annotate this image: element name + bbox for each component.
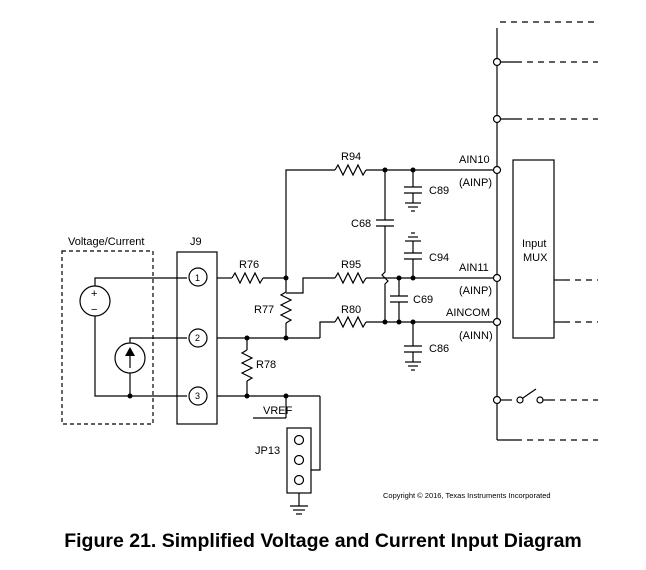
junction-dot: [396, 275, 402, 281]
jp13-label: JP13: [255, 445, 280, 457]
j9-pin-3-label: 3: [195, 391, 200, 401]
bus-terminal: [492, 114, 502, 124]
r80-resistor: [334, 315, 367, 329]
junction-dot: [283, 393, 289, 399]
current-arrow-head: [125, 347, 135, 356]
r95-resistor: [334, 271, 367, 285]
ain10-terminal: [492, 165, 502, 175]
ain10-label: AIN10: [459, 154, 490, 166]
j9-label: J9: [190, 236, 202, 248]
junction-dot: [283, 335, 289, 341]
aincom-alias-label: (AINN): [459, 330, 493, 342]
ain11-label: AIN11: [459, 262, 489, 274]
jp13-pin-1: [293, 434, 305, 446]
switch-contact: [536, 396, 544, 404]
r77-resistor: [279, 291, 293, 324]
c94-label: C94: [429, 252, 449, 264]
junction-dot: [382, 319, 388, 325]
ain10-alias-label: (AINP): [459, 177, 492, 189]
figure-caption: Figure 21. Simplified Voltage and Curren…: [64, 530, 582, 552]
vref-label: VREF: [263, 405, 293, 417]
j9-pin-1-label: 1: [195, 273, 200, 283]
junction-dot: [244, 335, 250, 341]
ain11-terminal: [492, 273, 502, 283]
bus-terminal: [492, 395, 502, 405]
mux-label-line1: Input: [522, 238, 546, 250]
junction-dot: [283, 275, 289, 281]
ain11-alias-label: (AINP): [459, 285, 492, 297]
input-mux-block: [512, 159, 555, 339]
c89-label: C89: [429, 185, 449, 197]
c68-label: C68: [351, 218, 371, 230]
junction-dot: [410, 275, 416, 281]
voltage-minus-sign: −: [91, 304, 97, 316]
r78-label: R78: [256, 359, 276, 371]
jp13-jumper-body: [286, 427, 312, 494]
j9-pin-1-circle: [188, 267, 208, 287]
copyright-notice: Copyright © 2016, Texas Instruments Inco…: [383, 491, 551, 500]
r94-label: R94: [341, 151, 361, 163]
r76-resistor: [231, 271, 264, 285]
r94-resistor: [334, 163, 367, 177]
junction-dot: [410, 167, 416, 173]
junction-dot: [244, 393, 250, 399]
jp13-pin-2: [293, 454, 305, 466]
j9-pin-3-circle: [188, 386, 208, 406]
j9-pin-2-label: 2: [195, 333, 200, 343]
r95-label: R95: [341, 259, 361, 271]
j9-pin-2-circle: [188, 328, 208, 348]
junction-dot: [382, 167, 388, 173]
mux-label-line2: MUX: [523, 252, 548, 264]
junction-dot: [410, 319, 416, 325]
r77-label: R77: [254, 304, 274, 316]
r80-label: R80: [341, 304, 361, 316]
c69-label: C69: [413, 294, 433, 306]
aincom-label: AINCOM: [446, 307, 490, 319]
voltage-plus-sign: +: [91, 288, 97, 300]
switch-contact: [516, 396, 524, 404]
r78-resistor: [240, 349, 254, 382]
junction-dot: [127, 393, 133, 399]
r76-label: R76: [239, 259, 259, 271]
junction-dot: [396, 319, 402, 325]
c86-label: C86: [429, 343, 449, 355]
aincom-terminal: [492, 317, 502, 327]
bus-terminal: [492, 57, 502, 67]
source-box-label: Voltage/Current: [68, 236, 144, 248]
jp13-pin-3: [293, 474, 305, 486]
